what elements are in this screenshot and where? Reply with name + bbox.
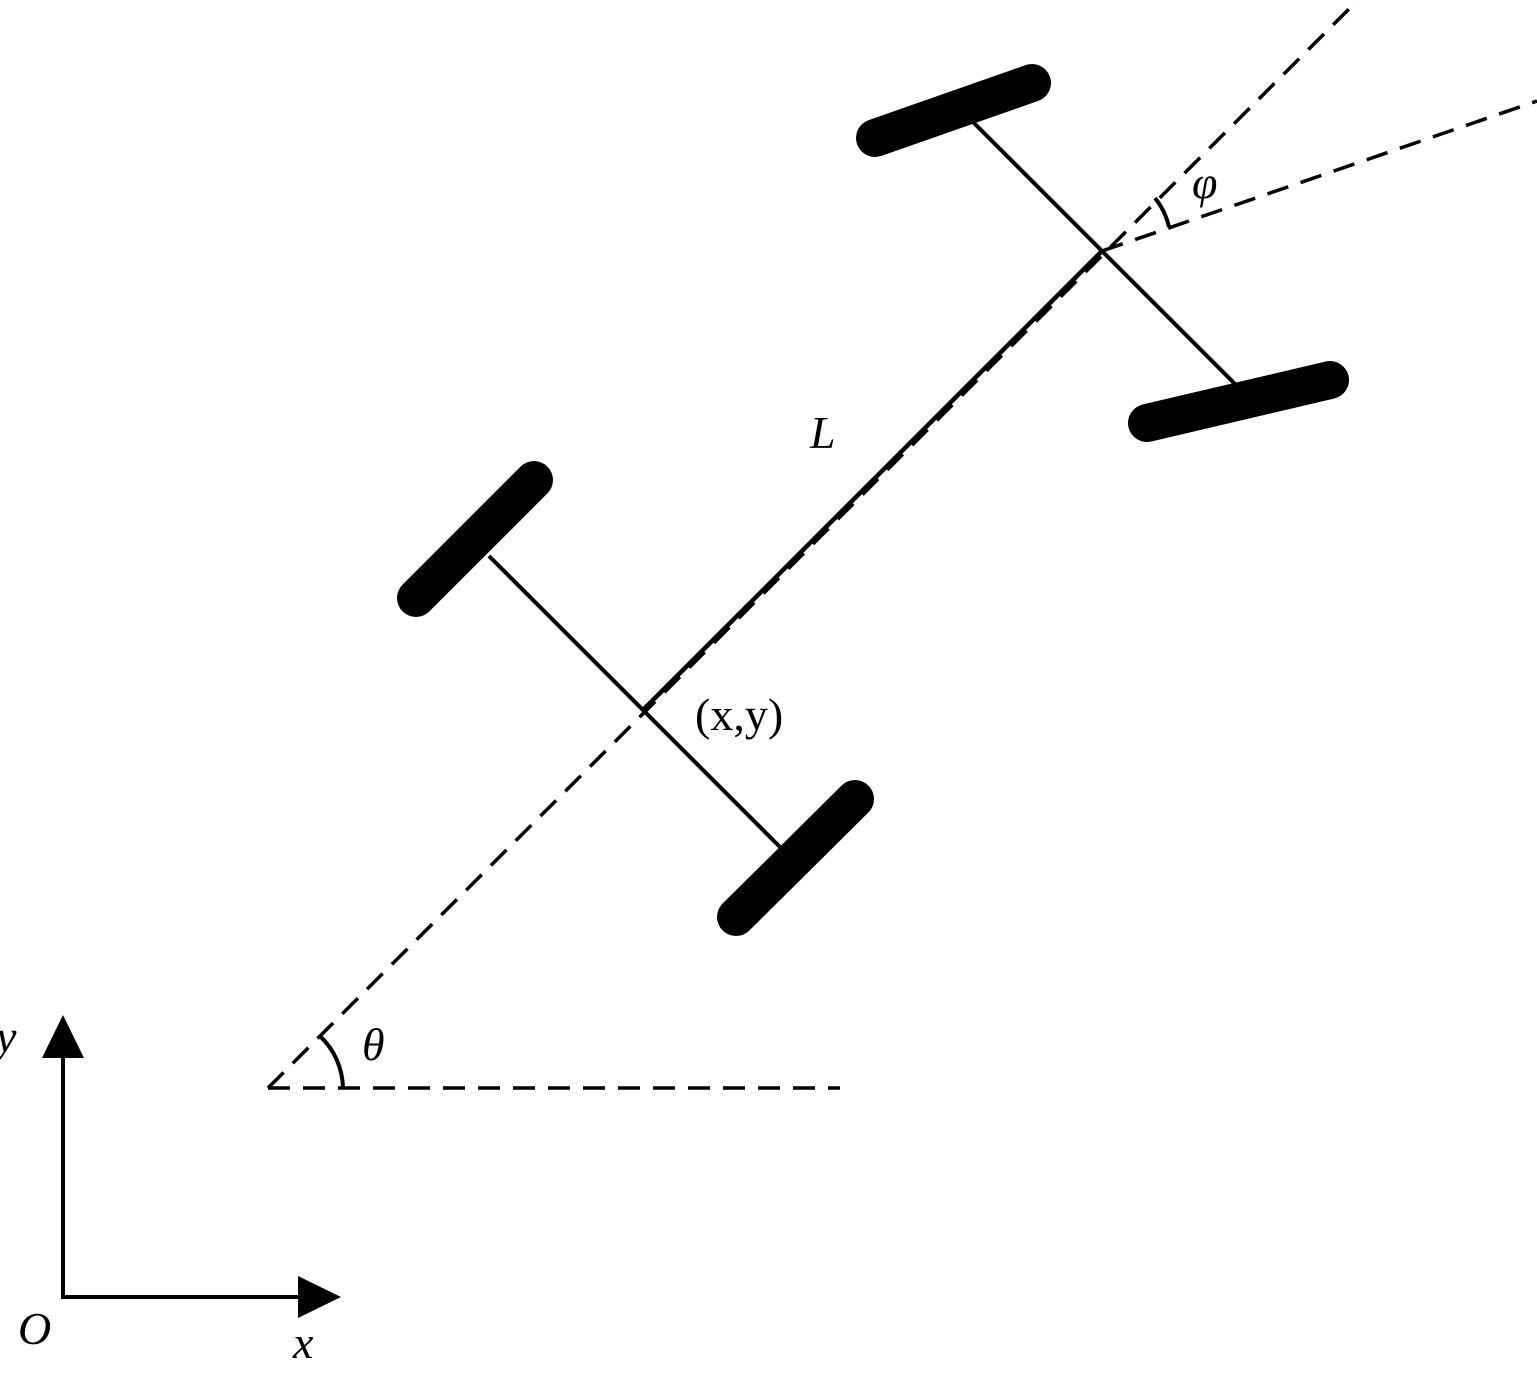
rear-right-wheel <box>717 780 874 936</box>
reference-lines <box>266 0 1537 1090</box>
rear-point-label: (x,y) <box>695 689 783 740</box>
theta-angle-arc <box>318 1034 345 1089</box>
front-left-wheel <box>856 64 1051 157</box>
coordinate-axes <box>42 1015 341 1318</box>
phi-angle-arc <box>1153 196 1171 228</box>
heading-dashed-line <box>266 0 1360 1090</box>
x-axis-label: x <box>292 1317 314 1368</box>
y-axis-label: y <box>0 1011 17 1062</box>
phi-label: φ <box>1192 157 1217 208</box>
front-axle-assembly <box>856 64 1349 442</box>
origin-label: O <box>18 1303 51 1354</box>
wheelbase-line <box>641 249 1104 712</box>
front-right-wheel <box>1128 361 1349 442</box>
steering-direction-dashed-line <box>1101 99 1537 253</box>
theta-label: θ <box>362 1019 385 1070</box>
wheelbase-label: L <box>809 407 836 458</box>
front-axle <box>971 120 1239 388</box>
x-axis-arrowhead <box>298 1276 341 1318</box>
rear-axle <box>487 554 784 851</box>
rear-left-wheel <box>397 461 553 617</box>
rear-axle-assembly <box>397 461 874 936</box>
y-axis-arrowhead <box>42 1015 84 1058</box>
